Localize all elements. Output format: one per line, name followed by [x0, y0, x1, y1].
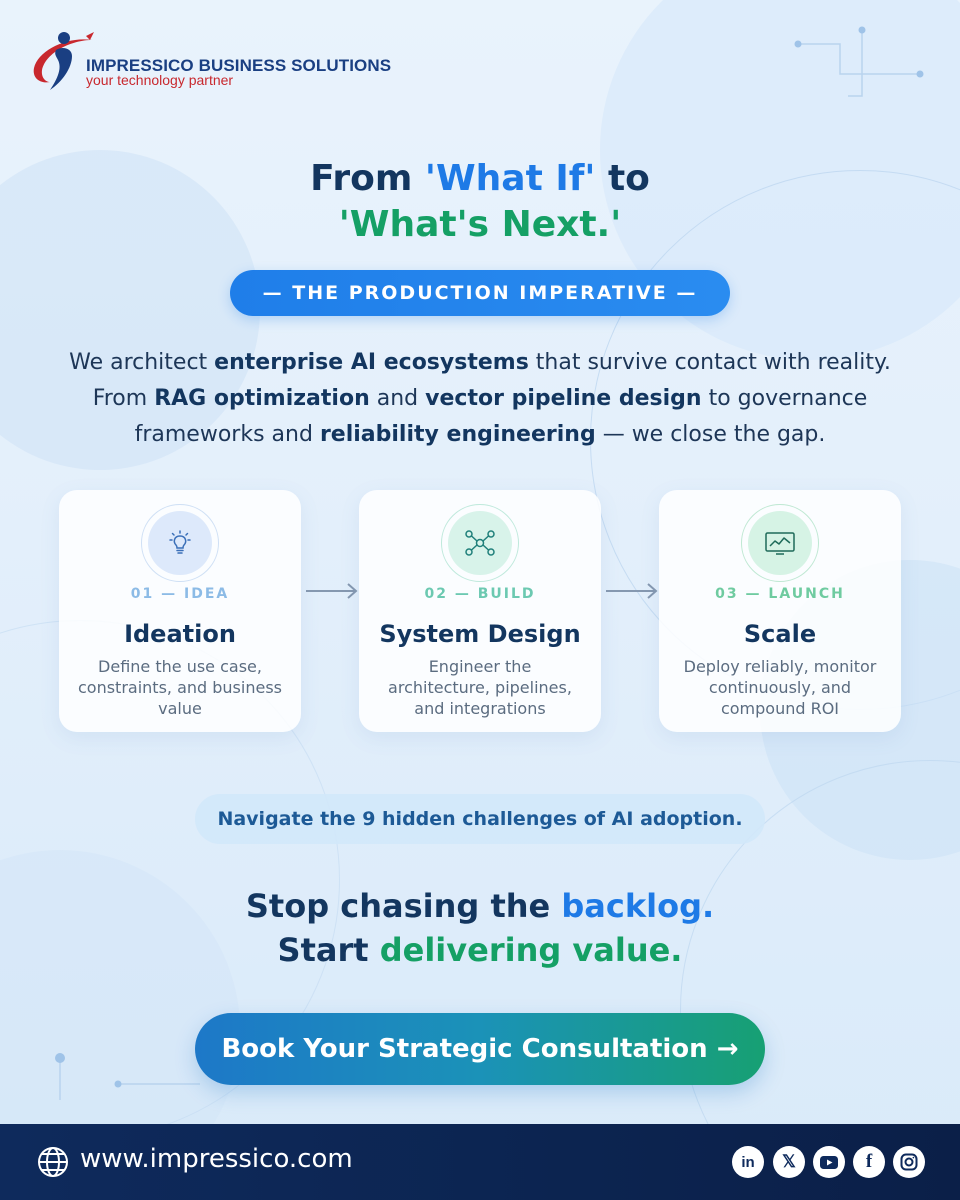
- step-description: Deploy reliably, monitor continuously, a…: [683, 657, 877, 718]
- step-title: Ideation: [124, 620, 236, 648]
- network-icon: [465, 530, 495, 556]
- instagram-icon[interactable]: [893, 1146, 925, 1178]
- headline-highlight-what-if: 'What If': [424, 158, 596, 199]
- swoosh-logo-icon: [33, 32, 94, 90]
- youtube-icon[interactable]: [813, 1146, 845, 1178]
- linkedin-icon[interactable]: in: [732, 1146, 764, 1178]
- page-headline: From 'What If' to 'What's Next.': [310, 158, 650, 245]
- intro-paragraph: We architect enterprise AI ecosystems th…: [69, 350, 891, 447]
- company-tagline: your technology partner: [86, 72, 234, 88]
- challenges-callout: Navigate the 9 hidden challenges of AI a…: [195, 794, 765, 844]
- lightbulb-icon: [169, 530, 191, 554]
- monitor-chart-icon: [765, 532, 795, 555]
- company-name: IMPRESSICO BUSINESS SOLUTIONS: [86, 56, 392, 75]
- step-number: 01 — IDEA: [130, 586, 230, 602]
- arrow-right-icon: [606, 583, 658, 599]
- step-number: 03 — LAUNCH: [715, 586, 845, 602]
- x-twitter-icon[interactable]: 𝕏: [773, 1146, 805, 1178]
- closing-statement: Stop chasing the backlog. Start deliveri…: [245, 887, 715, 969]
- arrow-right-icon: [306, 583, 358, 599]
- section-label-pill: — THE PRODUCTION IMPERATIVE —: [230, 270, 730, 316]
- company-logo: IMPRESSICO BUSINESS SOLUTIONS your techn…: [28, 28, 392, 94]
- facebook-icon[interactable]: f: [853, 1146, 885, 1178]
- step-card-ideation: 01 — IDEA Ideation Define the use case, …: [59, 490, 301, 732]
- step-title: Scale: [743, 620, 817, 648]
- footer: www.impressico.com in 𝕏 f: [0, 1124, 960, 1200]
- globe-icon: [38, 1147, 68, 1177]
- step-description: Engineer the architecture, pipelines, an…: [388, 657, 572, 718]
- headline-highlight-whats-next: 'What's Next.': [338, 204, 622, 245]
- book-consultation-button[interactable]: Book Your Strategic Consultation →: [195, 1013, 765, 1085]
- step-title: System Design: [379, 620, 581, 648]
- website-link[interactable]: www.impressico.com: [80, 1144, 353, 1174]
- step-card-system-design: 02 — BUILD System Design Engineer the ar…: [359, 490, 601, 732]
- step-card-scale: 03 — LAUNCH Scale Deploy reliably, monit…: [659, 490, 901, 732]
- step-number: 02 — BUILD: [424, 586, 536, 602]
- step-description: Define the use case, constraints, and bu…: [77, 657, 282, 718]
